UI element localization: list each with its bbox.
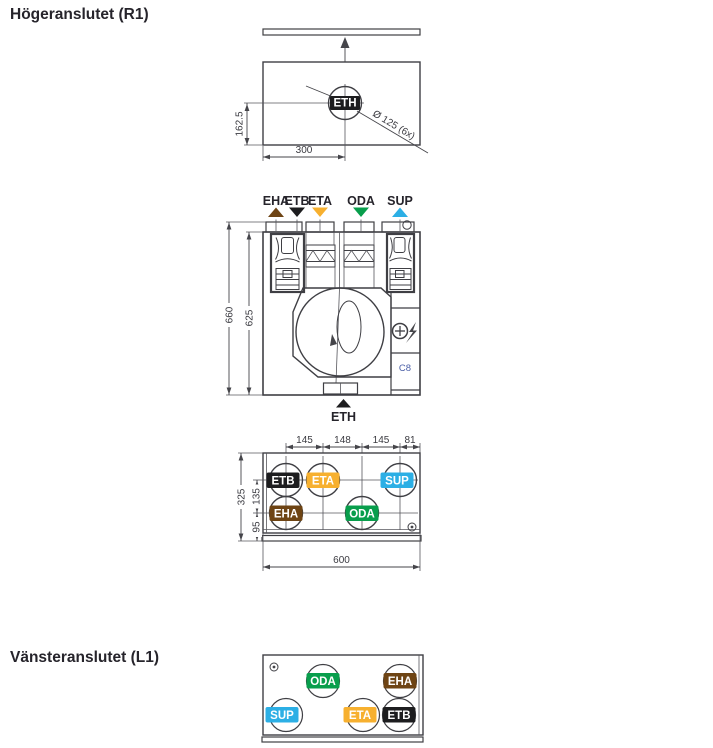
front-view-diagram: EHA ETB ETA ODA SUP [223, 194, 421, 424]
wall-bar [262, 28, 421, 36]
rotation-arrow-icon [330, 334, 337, 346]
base-bar-l1 [261, 736, 424, 743]
port-badge-sup [380, 472, 414, 488]
etb-port-label: ETB [272, 475, 295, 487]
dim-162-5: 162.5 [235, 111, 246, 136]
screw-icon [269, 662, 279, 672]
unit-outline-top [262, 61, 421, 146]
oda-port-label: ODA [310, 676, 336, 688]
eth-bottom-label: ETH [331, 410, 356, 424]
dim-95: 95 [252, 521, 263, 533]
left-connected-heading: Vänsteranslutet (L1) [10, 649, 160, 666]
eta-port-label: ETA [349, 710, 371, 722]
eta-port-label: ETA [312, 475, 334, 487]
sup-flow-triangle-icon [392, 207, 408, 217]
port-badge-oda [345, 505, 379, 521]
port-badge-eha [269, 505, 303, 521]
sup-port-label: SUP [385, 475, 409, 487]
eta-label: ETA [308, 194, 332, 208]
eth-port-label: ETH [334, 98, 357, 110]
port-badge-eth [330, 96, 360, 110]
unit-outline-front [262, 231, 421, 396]
sup-port-label: SUP [270, 710, 294, 722]
oda-port-label: ODA [349, 508, 375, 520]
control-code: C8 [399, 363, 411, 374]
unit-outline-l1 [262, 654, 424, 736]
top-view-diagram: ETH Ø 125 (6x) 162.5 300 [235, 28, 429, 161]
rotor-housing [292, 287, 392, 378]
dim-600: 600 [333, 555, 350, 566]
fan-right [385, 232, 416, 294]
diameter-leader [356, 110, 429, 154]
exhaust-arrow-icon [340, 37, 350, 48]
electrical-connection-icon [391, 322, 409, 340]
fan-left [269, 232, 306, 294]
eta-flow-triangle-icon [312, 207, 328, 217]
gland-icon [402, 220, 412, 230]
stub-oda [343, 221, 375, 233]
port-badge-oda [306, 673, 340, 689]
port-badge-eta [306, 472, 340, 488]
diameter-note: Ø 125 (6x) [370, 109, 416, 143]
screw-icon [407, 522, 417, 532]
eha-port-label: EHA [274, 508, 298, 520]
dim-145a: 145 [296, 435, 313, 446]
port-badge-sup [265, 707, 299, 723]
eha-flow-triangle-icon [268, 207, 284, 217]
oda-label: ODA [347, 194, 375, 208]
sup-label: SUP [387, 194, 413, 208]
lightning-icon [406, 322, 417, 343]
base-bar [261, 534, 422, 542]
dim-300: 300 [296, 145, 313, 156]
dim-81: 81 [404, 435, 416, 446]
dim-625: 625 [245, 309, 256, 326]
dim-325: 325 [237, 488, 248, 505]
oda-flow-triangle-icon [353, 207, 369, 217]
port-badge-etb [382, 707, 416, 723]
heat-exchanger-rotor [295, 287, 385, 377]
port-badge-eta [343, 707, 377, 723]
dim-135: 135 [252, 488, 263, 505]
eha-label: EHA [263, 194, 289, 208]
eha-port-label: EHA [388, 676, 412, 688]
filter-right [343, 244, 375, 268]
etb-flow-triangle-icon [289, 207, 305, 217]
left-unit-diagram: ODA EHA SUP ETA ETB [261, 654, 424, 743]
etb-port-label: ETB [388, 710, 411, 722]
etb-label: ETB [285, 194, 310, 208]
dim-660: 660 [225, 306, 236, 323]
bottom-view-diagram: 145 148 145 81 ETB ETA [235, 435, 422, 571]
eth-port-circle [327, 85, 363, 121]
unit-outline-bottom [262, 452, 421, 534]
port-badge-eha [383, 673, 417, 689]
rotation-path [336, 300, 362, 354]
leader-line [305, 85, 334, 98]
right-connected-heading: Högeranslutet (R1) [10, 6, 149, 23]
eth-flow-triangle-icon [336, 399, 351, 408]
filter-left [305, 244, 336, 268]
port-badge-etb [266, 472, 300, 488]
dim-145b: 145 [373, 435, 390, 446]
dim-148: 148 [334, 435, 351, 446]
stub-sup [381, 221, 415, 233]
